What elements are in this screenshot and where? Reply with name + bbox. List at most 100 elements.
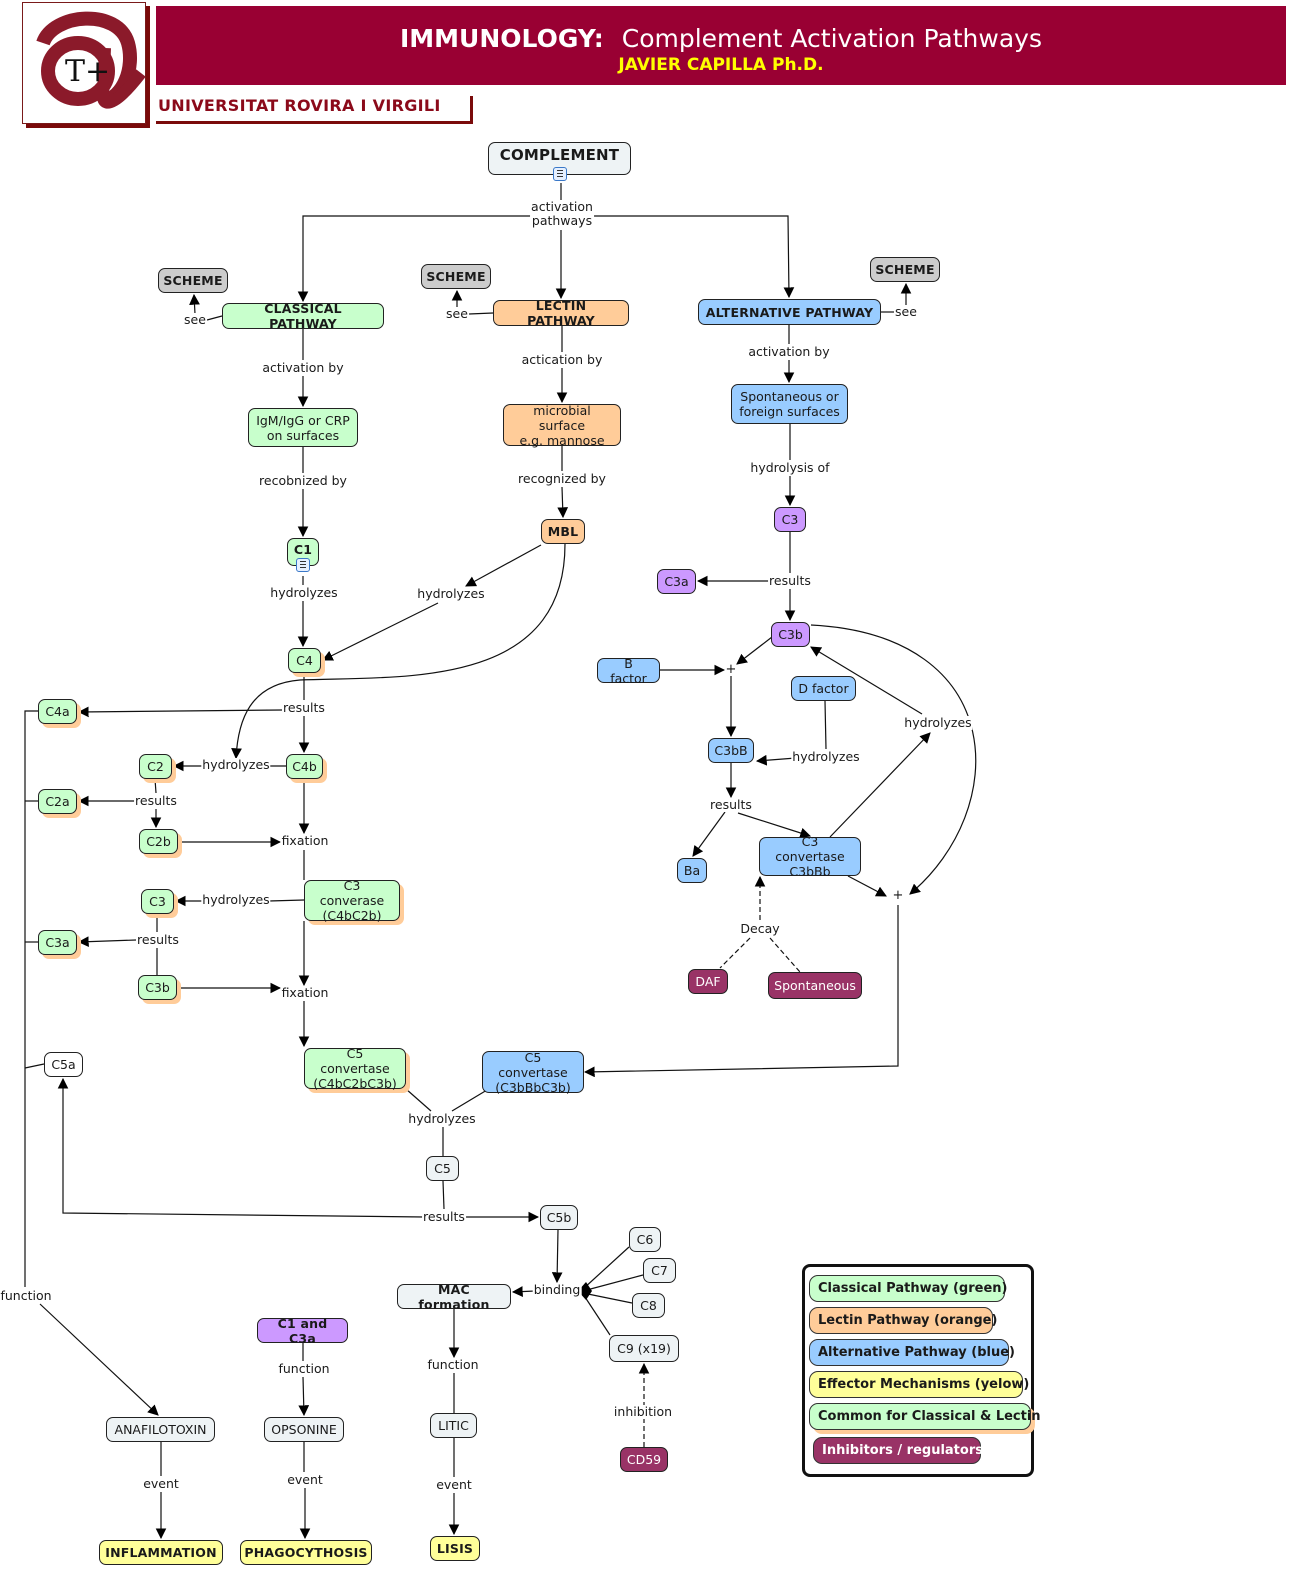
node-cl-c3b[interactable]: C3b: [138, 975, 177, 1000]
node-classical-pathway[interactable]: CLASSICAL PATHWAY: [222, 301, 384, 331]
node-label: MAC formation: [418, 1281, 490, 1312]
node-alt-c3b[interactable]: C3b: [771, 622, 810, 647]
node-cl-c3[interactable]: C3: [141, 889, 174, 914]
link-recognized-by: recognized by: [517, 471, 607, 486]
legend: Classical Pathway (green) Lectin Pathway …: [802, 1264, 1041, 1477]
node-c9[interactable]: C9 (x19): [609, 1335, 679, 1362]
node-c4a[interactable]: C4a: [38, 699, 77, 724]
connector-line: [297, 215, 533, 303]
connector-line: [24, 710, 38, 1287]
legend-item: Classical Pathway (green): [809, 1275, 1007, 1302]
node-label: CD59: [626, 1452, 662, 1467]
connector-line: [582, 1293, 611, 1336]
node-lectin-pathway[interactable]: LECTIN PATHWAY: [493, 298, 629, 328]
legend-item: Lectin Pathway (orange): [809, 1307, 997, 1334]
connector-line: [551, 1229, 563, 1284]
document-icon[interactable]: [552, 167, 567, 181]
node-inflammation[interactable]: INFLAMMATION: [99, 1540, 223, 1565]
node-c2b[interactable]: C2b: [139, 829, 178, 854]
node-c5b[interactable]: C5b: [540, 1205, 578, 1230]
link-plus-b: +: [725, 662, 737, 677]
connector-line: [206, 315, 223, 321]
connector-line: [511, 1286, 536, 1297]
node-c5a[interactable]: C5a: [44, 1052, 83, 1077]
node-scheme-classical[interactable]: SCHEME: [158, 268, 228, 293]
node-label: C9 (x19): [617, 1341, 671, 1356]
node-label: C3a: [45, 935, 70, 950]
node-c3-converase[interactable]: C3 converase (C4bC2b): [304, 878, 400, 923]
connector-line: [847, 875, 887, 897]
node-anafilotoxin[interactable]: ANAFILOTOXIN: [106, 1417, 215, 1442]
node-c3bb[interactable]: C3bB: [708, 738, 754, 763]
node-opsonine[interactable]: OPSONINE: [264, 1417, 344, 1442]
connector-line: [189, 293, 200, 315]
connector-line: [719, 937, 751, 969]
node-c7[interactable]: C7: [643, 1258, 676, 1283]
connector-line: [57, 1077, 425, 1218]
title-rest: Complement Activation Pathways: [621, 24, 1042, 53]
link-see-alternative: see: [894, 304, 918, 319]
node-spontaneous-decay[interactable]: Spontaneous: [768, 972, 862, 999]
node-label: DAF: [695, 974, 721, 989]
link-activation-by-classical: activation by: [261, 360, 345, 375]
node-label: C1: [293, 542, 313, 557]
node-c6[interactable]: C6: [629, 1227, 661, 1252]
legend-item: Alternative Pathway (blue): [809, 1339, 1015, 1366]
node-spontaneous-surfaces[interactable]: Spontaneous or foreign surfaces: [731, 384, 848, 424]
hierarchy-icon[interactable]: [296, 558, 310, 572]
node-label: C5 convertase (C4bC2bC3b): [313, 1046, 397, 1091]
connector-line: [465, 544, 542, 587]
node-b-factor[interactable]: B factor: [597, 656, 660, 686]
node-c3-convertase-alt[interactable]: C3 convertase C3bBb: [759, 834, 861, 879]
node-microbial-surface[interactable]: microbial surface e.g. mannose: [503, 402, 621, 448]
link-plus-c5: +: [892, 888, 904, 903]
author: JAVIER CAPILLA Ph.D.: [618, 55, 824, 75]
node-alternative-pathway[interactable]: ALTERNATIVE PATHWAY: [698, 299, 881, 325]
node-phagocythosis[interactable]: PHAGOCYTHOSIS: [240, 1540, 372, 1565]
node-label: LITIC: [438, 1418, 469, 1433]
node-c1-and-c3a[interactable]: C1 and C3a: [257, 1315, 348, 1346]
node-label: OPSONINE: [271, 1422, 337, 1437]
node-d-factor[interactable]: D factor: [791, 676, 856, 701]
node-label: C3 converase (C4bC2b): [319, 878, 385, 923]
node-alt-c3[interactable]: C3: [774, 507, 806, 532]
node-scheme-alternative[interactable]: SCHEME: [870, 257, 940, 282]
node-daf[interactable]: DAF: [688, 969, 728, 994]
node-c5[interactable]: C5: [426, 1156, 459, 1181]
node-c2[interactable]: C2: [139, 754, 172, 779]
link-fixation-2: fixation: [280, 985, 330, 1000]
node-label: COMPLEMENT: [499, 146, 620, 164]
node-label: Spontaneous: [774, 978, 856, 993]
node-c8[interactable]: C8: [632, 1293, 665, 1318]
node-label: microbial surface e.g. mannose: [519, 402, 605, 448]
node-complement[interactable]: COMPLEMENT: [488, 142, 631, 175]
node-igm-igg[interactable]: IgM/IgG or CRP on surfaces: [248, 408, 358, 447]
node-c5-convertase-alt[interactable]: C5 convertase (C3bBbC3b): [482, 1050, 584, 1095]
node-litic[interactable]: LITIC: [430, 1413, 477, 1438]
node-cl-c3a[interactable]: C3a: [38, 930, 77, 955]
node-label: C1 and C3a: [277, 1315, 328, 1346]
node-scheme-lectin[interactable]: SCHEME: [421, 264, 491, 289]
link-see-classical: see: [183, 312, 207, 327]
node-cd59[interactable]: CD59: [620, 1447, 668, 1472]
node-c5-convertase-cl[interactable]: C5 convertase (C4bC2bC3b): [304, 1046, 406, 1091]
node-mbl[interactable]: MBL: [541, 519, 585, 544]
node-ba[interactable]: Ba: [677, 858, 707, 883]
connector-line: [442, 1180, 445, 1210]
connector-line: [268, 899, 305, 902]
node-mac-formation[interactable]: MAC formation: [397, 1281, 511, 1312]
node-label: Spontaneous or foreign surfaces: [739, 389, 840, 419]
node-c2a[interactable]: C2a: [38, 789, 77, 814]
node-label: C3b: [145, 980, 170, 995]
connector-line: [405, 1088, 432, 1112]
connector-line: [322, 602, 439, 661]
legend-item: Common for Classical & Lectin: [809, 1403, 1041, 1430]
node-lisis[interactable]: LISIS: [430, 1536, 480, 1561]
node-alt-c3a[interactable]: C3a: [657, 569, 696, 594]
node-label: C7: [651, 1263, 668, 1278]
binding-junction-icon: [578, 1282, 592, 1300]
node-c4b[interactable]: C4b: [286, 754, 323, 779]
link-activation-by-alternative: activation by: [747, 344, 831, 359]
node-c4[interactable]: C4: [288, 648, 321, 673]
